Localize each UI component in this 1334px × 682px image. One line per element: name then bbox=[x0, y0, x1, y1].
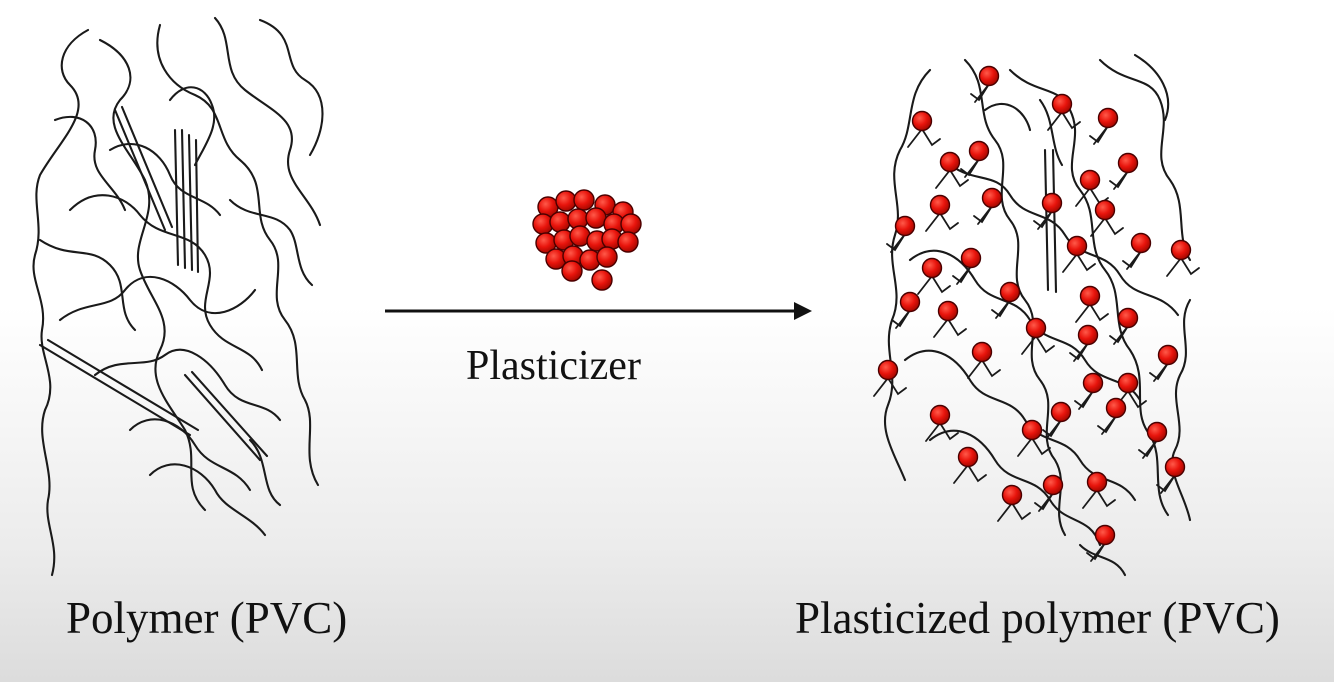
pendant-plasticizer-bead bbox=[933, 300, 967, 338]
pendant-plasticizer-bead bbox=[1069, 324, 1099, 362]
plasticizer-bead bbox=[596, 246, 618, 268]
pendant-plasticizer-bead bbox=[1149, 344, 1179, 382]
pendant-plasticizer-bead bbox=[1017, 419, 1051, 457]
pendant-plasticizer-bead bbox=[873, 359, 907, 397]
pendant-plasticizer-bead bbox=[973, 187, 1003, 225]
right-arrow-icon bbox=[385, 302, 812, 320]
pendant-plasticizer-bead bbox=[917, 257, 951, 295]
pendant-plasticizer-bead bbox=[997, 484, 1031, 522]
pendant-plasticizer-bead bbox=[960, 140, 990, 178]
pendant-plasticizer-bead bbox=[1082, 471, 1116, 509]
pendant-plasticizer-bead bbox=[1034, 474, 1064, 512]
pendant-plasticizer-bead bbox=[967, 341, 1001, 379]
plasticizer-label: Plasticizer bbox=[466, 343, 641, 389]
pendant-plasticizer-bead bbox=[935, 151, 969, 189]
plasticizer-molecule-icon bbox=[532, 189, 642, 291]
pendant-plasticizer-bead bbox=[1021, 317, 1055, 355]
pendant-plasticizer-bead bbox=[1086, 524, 1116, 562]
pendant-plasticizer-bead bbox=[1109, 152, 1139, 190]
plasticizer-bead bbox=[555, 190, 577, 212]
polymer-chain-network bbox=[32, 16, 324, 577]
pendant-plasticizer-bead bbox=[925, 404, 959, 442]
pendant-plasticizer-bead bbox=[991, 281, 1021, 319]
plasticizer-bead bbox=[617, 231, 639, 253]
pendant-plasticizer-bead bbox=[1062, 235, 1096, 273]
pendant-plasticizer-bead bbox=[1109, 307, 1139, 345]
pendant-plasticizer-bead bbox=[952, 247, 982, 285]
pendant-plasticizer-bead bbox=[1075, 169, 1109, 207]
plasticizer-bead bbox=[573, 189, 595, 211]
plasticized-polymer-label: Plasticized polymer (PVC) bbox=[795, 593, 1280, 643]
pendant-plasticizer-bead bbox=[925, 194, 959, 232]
plasticizer-bead bbox=[591, 269, 613, 291]
plasticized-polymer-network bbox=[873, 53, 1200, 577]
pendant-plasticizer-bead bbox=[1156, 456, 1186, 494]
pendant-plasticizer-bead bbox=[1097, 397, 1127, 435]
polymer-label: Polymer (PVC) bbox=[66, 593, 348, 643]
pendant-plasticizer-bead bbox=[1166, 239, 1200, 277]
plasticizer-bead bbox=[561, 260, 583, 282]
pendant-plasticizer-bead bbox=[1122, 232, 1152, 270]
pendant-plasticizer-bead bbox=[891, 291, 921, 329]
pendant-plasticizer-bead bbox=[1074, 372, 1104, 410]
pendant-plasticizer-bead bbox=[970, 65, 1000, 103]
plasticizer-bead bbox=[549, 211, 571, 233]
plasticizer-bead bbox=[585, 207, 607, 229]
pendant-plasticizer-bead bbox=[1138, 421, 1168, 459]
plasticizer-bead bbox=[620, 213, 642, 235]
pendant-plasticizer-bead bbox=[1033, 192, 1063, 230]
pendant-plasticizer-bead bbox=[886, 215, 916, 253]
pendant-plasticizer-bead bbox=[907, 110, 941, 148]
pendant-plasticizer-bead bbox=[1042, 401, 1072, 439]
pendant-plasticizer-bead bbox=[1113, 372, 1147, 410]
pendant-plasticizer-bead bbox=[1090, 199, 1124, 237]
pendant-plasticizer-bead bbox=[1047, 93, 1081, 131]
pendant-plasticizer-bead bbox=[1075, 285, 1109, 323]
pendant-plasticizer-bead bbox=[1089, 107, 1119, 145]
pendant-plasticizer-bead bbox=[953, 446, 987, 484]
